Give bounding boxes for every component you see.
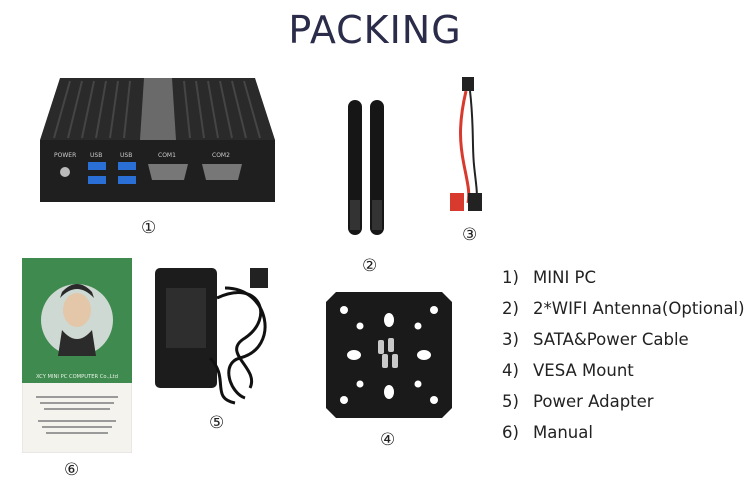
item-number-3: ③ — [462, 225, 478, 245]
list-index: 5) — [502, 392, 519, 411]
pc-usb-label-1: USB — [90, 152, 102, 159]
list-item: 1) MINI PC — [502, 262, 745, 293]
sata-cable-image — [450, 77, 482, 211]
list-item: 4) VESA Mount — [502, 355, 745, 386]
wifi-antenna-image — [348, 100, 384, 235]
item-number-2: ② — [362, 256, 378, 276]
list-index: 6) — [502, 423, 519, 442]
list-label: MINI PC — [533, 268, 597, 287]
manual-brand-text: XCY MINI PC COMPUTER Co.,Ltd — [36, 374, 118, 380]
pc-com1-label: COM1 — [158, 152, 176, 159]
pc-power-label: POWER — [54, 152, 76, 159]
list-item: 2) 2*WIFI Antenna(Optional) — [502, 293, 745, 324]
manual-image: XCY MINI PC COMPUTER Co.,Ltd — [22, 258, 132, 453]
list-index: 4) — [502, 361, 519, 380]
item-number-6: ⑥ — [64, 460, 80, 480]
list-item: 6) Manual — [502, 417, 745, 448]
list-label: VESA Mount — [533, 361, 634, 380]
list-label: Manual — [533, 423, 593, 442]
list-label: 2*WIFI Antenna(Optional) — [533, 299, 745, 318]
list-label: Power Adapter — [533, 392, 654, 411]
list-item: 5) Power Adapter — [502, 386, 745, 417]
vesa-mount-image — [326, 292, 452, 418]
item-number-4: ④ — [380, 430, 396, 450]
pc-com2-label: COM2 — [212, 152, 230, 159]
page-title: PACKING — [288, 8, 462, 52]
pc-usb-label-2: USB — [120, 152, 132, 159]
list-index: 2) — [502, 299, 519, 318]
list-item: 3) SATA&Power Cable — [502, 324, 745, 355]
list-label: SATA&Power Cable — [533, 330, 689, 349]
list-index: 3) — [502, 330, 519, 349]
item-number-5: ⑤ — [209, 413, 225, 433]
power-adapter-image — [155, 268, 268, 405]
list-index: 1) — [502, 268, 519, 287]
item-number-1: ① — [141, 218, 157, 238]
packing-list: 1) MINI PC 2) 2*WIFI Antenna(Optional) 3… — [502, 262, 745, 448]
mini-pc-image: POWER USB USB COM1 COM2 — [40, 78, 275, 202]
